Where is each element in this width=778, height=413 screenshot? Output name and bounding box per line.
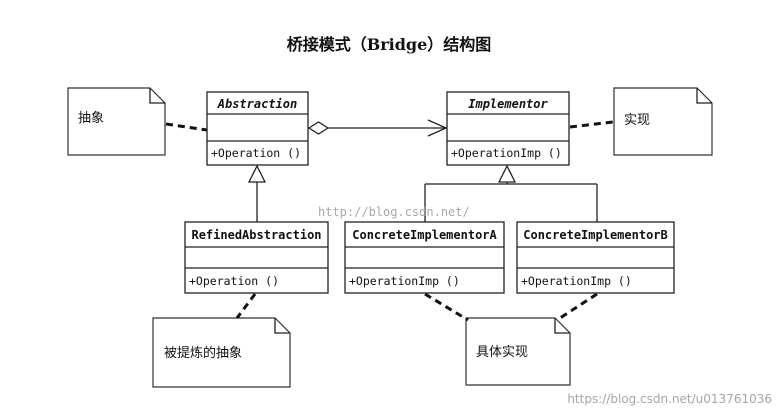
- note-abstraction-text: 抽象: [78, 111, 104, 126]
- watermark-middle: http://blog.csdn.net/: [318, 205, 470, 219]
- aggregation-diamond: [307, 121, 330, 135]
- note-link-refined: [235, 293, 257, 319]
- class-refined-abstraction-method: +Operation (): [189, 274, 279, 288]
- aggregation-association: [307, 119, 448, 137]
- class-concrete-implementor-a: ConcreteImplementorA +OperationImp (): [344, 221, 505, 294]
- class-refined-abstraction-name: RefinedAbstraction: [191, 228, 321, 242]
- note-implementor-text: 实现: [624, 113, 650, 128]
- generalization-arrow-abstraction: [247, 164, 267, 183]
- note-concrete-implementation: 具体实现: [465, 317, 571, 386]
- note-concrete-text: 具体实现: [476, 345, 528, 360]
- note-implementor: 实现: [613, 87, 713, 156]
- note-link-concrete-a: [424, 292, 469, 322]
- class-concrete-implementor-a-method: +OperationImp (): [349, 274, 460, 288]
- note-link-abstraction: [165, 122, 208, 132]
- class-concrete-implementor-a-name: ConcreteImplementorA: [352, 228, 497, 242]
- generalization-refined: [247, 164, 267, 222]
- note-link-concrete-b: [556, 292, 598, 322]
- class-concrete-implementor-b-method: +OperationImp (): [521, 274, 632, 288]
- watermark-corner: https://blog.csdn.net/u013761036: [567, 392, 772, 406]
- class-implementor-method: +OperationImp (): [451, 146, 562, 160]
- note-link-implementor: [569, 120, 614, 129]
- class-concrete-implementor-b-name: ConcreteImplementorB: [523, 228, 668, 242]
- note-abstraction: 抽象: [67, 87, 166, 156]
- class-implementor: Implementor +OperationImp (): [446, 91, 570, 166]
- generalization-arrow-implementor: [497, 164, 517, 183]
- note-refined-abstraction: 被提炼的抽象: [152, 317, 291, 388]
- class-abstraction-name: Abstraction: [217, 97, 297, 111]
- diagram-title: 桥接模式（Bridge）结构图: [287, 35, 492, 54]
- class-concrete-implementor-b: ConcreteImplementorB +OperationImp (): [516, 221, 675, 294]
- note-refined-text: 被提炼的抽象: [164, 345, 242, 361]
- class-refined-abstraction: RefinedAbstraction +Operation (): [184, 221, 329, 294]
- class-abstraction-method: +Operation (): [211, 146, 301, 160]
- class-implementor-name: Implementor: [468, 97, 548, 111]
- class-abstraction: Abstraction +Operation (): [206, 91, 309, 166]
- generalization-concrete: [424, 164, 598, 222]
